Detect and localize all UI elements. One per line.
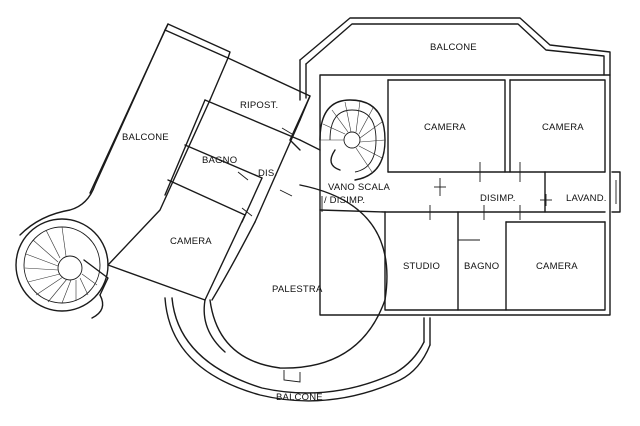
label-vano-scala: VANO SCALA (328, 182, 390, 193)
right-spiral-staircase (319, 99, 386, 181)
label-balcone-left: BALCONE (122, 132, 169, 143)
label-studio: STUDIO (403, 261, 440, 272)
label-camera-top-1: CAMERA (424, 122, 466, 133)
label-camera-top-2: CAMERA (542, 122, 584, 133)
label-lavand: LAVAND. (566, 193, 607, 204)
label-balcone-bottom: BALCONE (276, 392, 323, 403)
label-bagno-right: BAGNO (464, 261, 499, 272)
label-palestra: PALESTRA (272, 284, 323, 295)
left-spiral-staircase (15, 218, 109, 319)
label-dis: DIS. (258, 168, 277, 179)
door-marks (237, 127, 552, 220)
label-disimp: DISIMP. (480, 193, 516, 204)
left-balcony-outline (19, 23, 231, 236)
label-camera-left: CAMERA (170, 236, 212, 247)
label-vano-scala-disimp: / DISIMP. (324, 195, 365, 206)
label-bagno-left: BAGNO (202, 155, 237, 166)
label-ripost: RIPOST. (240, 100, 278, 111)
palestra-and-balcony (164, 184, 431, 402)
left-wing-walls (107, 57, 321, 301)
label-camera-right: CAMERA (536, 261, 578, 272)
top-balcony-outline (299, 17, 611, 101)
label-balcone-top: BALCONE (430, 42, 477, 53)
